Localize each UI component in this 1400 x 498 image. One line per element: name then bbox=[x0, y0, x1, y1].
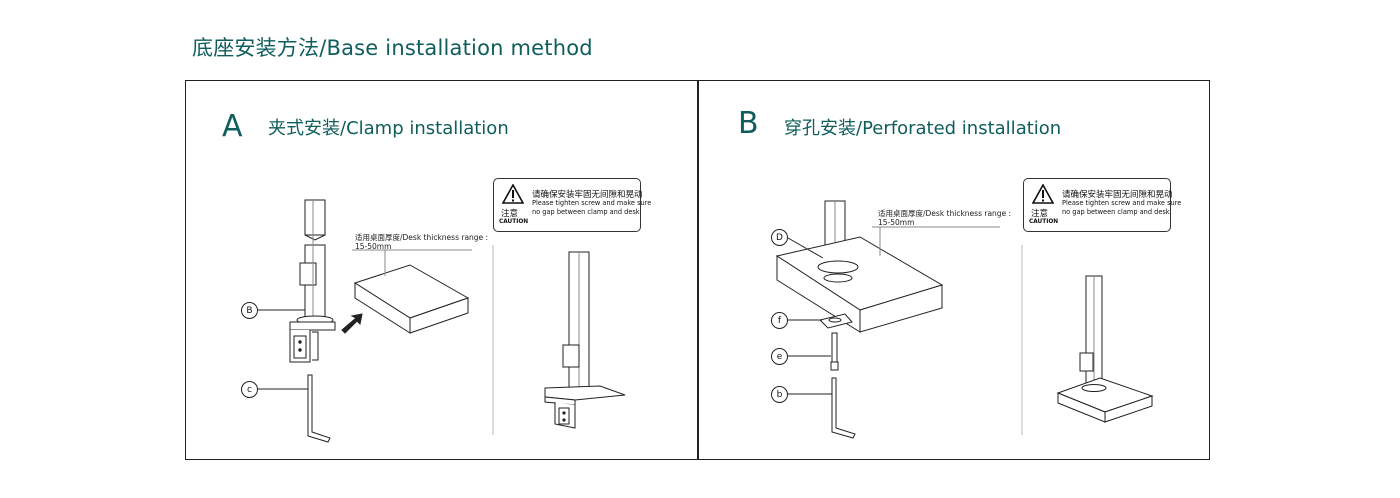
callout-d: D bbox=[771, 229, 788, 246]
callout-e: e bbox=[771, 348, 788, 365]
caution-en-line2: no gap between clamp and desk. bbox=[532, 208, 642, 216]
perforated-pole-assembled bbox=[1056, 275, 1154, 423]
panel-divider bbox=[697, 80, 699, 460]
clamp-pole-exploded bbox=[289, 199, 336, 363]
caution-en-line2: no gap between clamp and desk. bbox=[1062, 208, 1172, 216]
caution-en-label: CAUTION bbox=[1029, 219, 1059, 225]
clamp-pole-assembled bbox=[544, 251, 626, 429]
caution-cn-head: 请确保安装牢固无间隙和晃动 bbox=[1062, 190, 1173, 200]
section-b-label: 穿孔安装/Perforated installation bbox=[784, 118, 1062, 139]
caution-en-line1: Please tighten screw and make sure bbox=[1062, 199, 1182, 207]
callout-b-lower: b bbox=[771, 386, 788, 403]
caution-box-b: 请确保安装牢固无间隙和晃动 Please tighten screw and m… bbox=[1023, 178, 1181, 232]
warning-icon bbox=[502, 184, 524, 204]
callout-c: c bbox=[241, 381, 258, 398]
caution-en-line1: Please tighten screw and make sure bbox=[532, 199, 652, 207]
section-b-letter: B bbox=[738, 106, 759, 141]
caution-cn-label: 注意 bbox=[1031, 209, 1049, 219]
section-a-desk-note: 适用桌面厚度/Desk thickness range : 15-50mm bbox=[355, 233, 489, 251]
allen-key-icon bbox=[831, 377, 856, 439]
caution-en-label: CAUTION bbox=[499, 219, 529, 225]
desk-block-a bbox=[353, 264, 470, 334]
caution-cn-head: 请确保安装牢固无间隙和晃动 bbox=[532, 190, 643, 200]
section-b-desk-note: 适用桌面厚度/Desk thickness range : 15-50mm bbox=[878, 209, 1012, 227]
caution-cn-label: 注意 bbox=[501, 209, 519, 219]
callout-f: f bbox=[771, 312, 788, 329]
callout-b-upper: B bbox=[241, 302, 258, 319]
warning-icon bbox=[1032, 184, 1054, 204]
section-a-letter: A bbox=[222, 109, 243, 144]
caution-box-a: 请确保安装牢固无间隙和晃动 Please tighten screw and m… bbox=[493, 178, 651, 232]
page-title: 底座安装方法/Base installation method bbox=[192, 36, 593, 60]
section-a-label: 夹式安装/Clamp installation bbox=[268, 118, 509, 139]
allen-key-icon bbox=[307, 374, 331, 443]
